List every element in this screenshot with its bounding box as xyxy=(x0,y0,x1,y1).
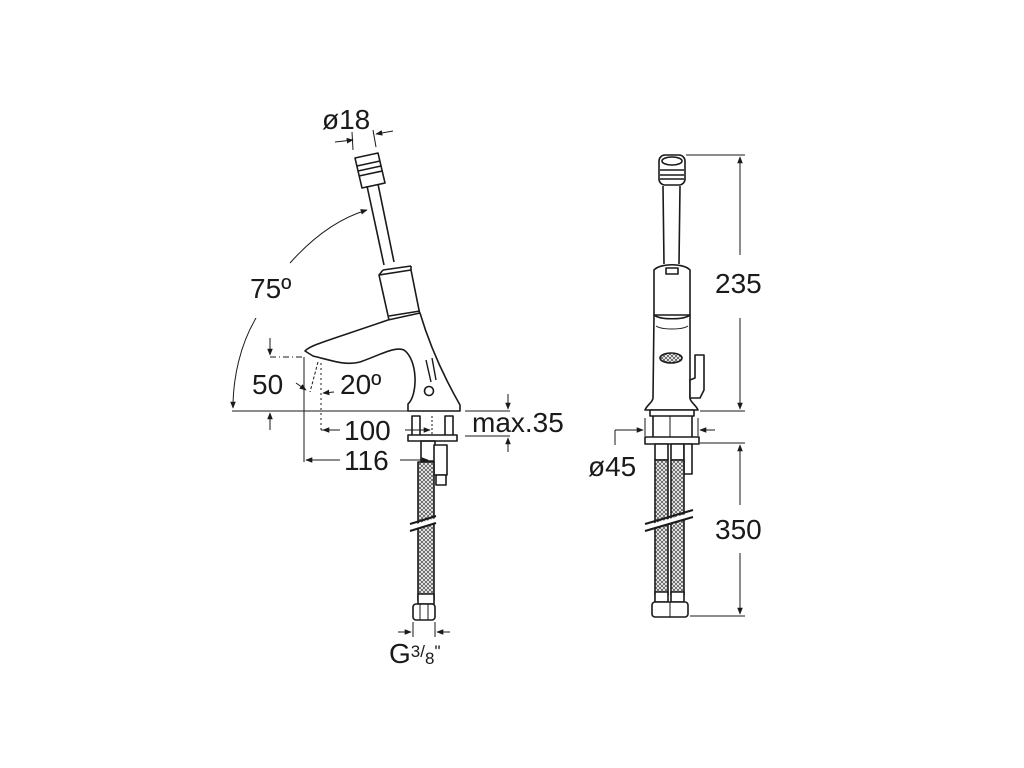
lever-rod xyxy=(366,183,395,266)
flexible-hose xyxy=(417,461,435,601)
dim-hose-length xyxy=(690,442,745,617)
front-view xyxy=(614,154,745,618)
label-reach-inner: 100 xyxy=(344,415,391,446)
label-base-diameter: ø45 xyxy=(588,451,637,482)
lever-knob xyxy=(354,152,386,189)
front-shank xyxy=(644,409,700,475)
label-spout-angle: 20º xyxy=(340,369,382,400)
dim-lever-angle xyxy=(230,209,368,409)
label-hose-length: 350 xyxy=(715,514,762,545)
label-total-height: 235 xyxy=(715,268,762,299)
label-max-deck: max.35 xyxy=(472,407,564,438)
label-lever-angle: 75º xyxy=(250,273,292,304)
spout-body xyxy=(304,312,461,412)
label-reach-outer: 116 xyxy=(344,445,389,476)
push-button xyxy=(423,357,437,397)
flexible-hose-right xyxy=(670,459,685,596)
label-spout-height: 50 xyxy=(252,369,284,400)
dim-spout-height xyxy=(267,338,305,462)
front-cartridge xyxy=(653,263,691,316)
thread-prefix: G xyxy=(389,638,411,669)
thread-suffix: " xyxy=(434,642,441,661)
aerator xyxy=(659,352,683,364)
hose-nut xyxy=(412,603,436,621)
dim-thread xyxy=(398,622,450,637)
thread-denominator: 8 xyxy=(424,649,435,668)
front-lever-knob xyxy=(658,154,686,186)
label-lever-diameter: ø18 xyxy=(322,104,371,135)
cartridge-body xyxy=(378,265,421,321)
dim-base-diameter xyxy=(614,418,715,445)
dim-total-height xyxy=(686,154,745,412)
front-push-button xyxy=(689,354,705,399)
side-view xyxy=(230,129,511,637)
label-thread: G3/8" xyxy=(389,638,441,669)
dim-spout-angle xyxy=(295,361,335,430)
dim-lever-diameter xyxy=(334,129,394,151)
thread-numerator: 3 xyxy=(410,642,421,661)
